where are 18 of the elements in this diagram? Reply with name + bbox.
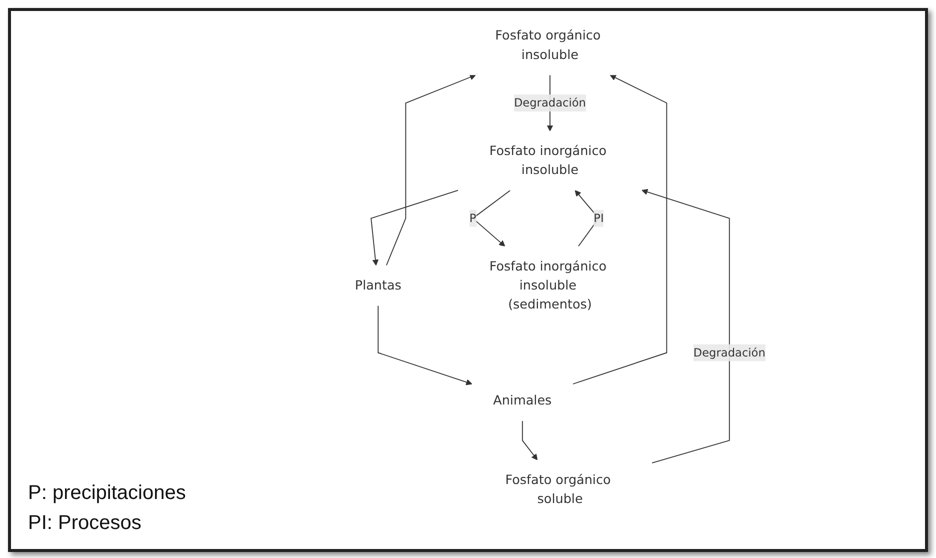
node-text: Animales (494, 393, 552, 408)
edge-label: P (470, 211, 477, 225)
edge-label: PI (594, 211, 604, 225)
node-text: Fosfato inorgánico insoluble (sedimentos) (490, 259, 607, 312)
node-text: Plantas (355, 278, 402, 293)
arrow (378, 305, 473, 386)
node-text: Fosfato orgánico insoluble (496, 28, 602, 62)
edge-label: Degradación (694, 346, 766, 360)
legend-note: P: precipitaciones (28, 481, 186, 506)
arrow (642, 188, 730, 464)
node-text: Fosfato orgánico soluble (506, 472, 612, 507)
arrow (522, 420, 538, 460)
arrow (371, 190, 459, 266)
node-text: Fosfato inorgánico insoluble (490, 144, 607, 178)
legend-note: PI: Procesos (28, 511, 142, 536)
edge-label: Degradación (514, 96, 586, 110)
arrow (386, 74, 476, 266)
arrow (572, 74, 668, 384)
